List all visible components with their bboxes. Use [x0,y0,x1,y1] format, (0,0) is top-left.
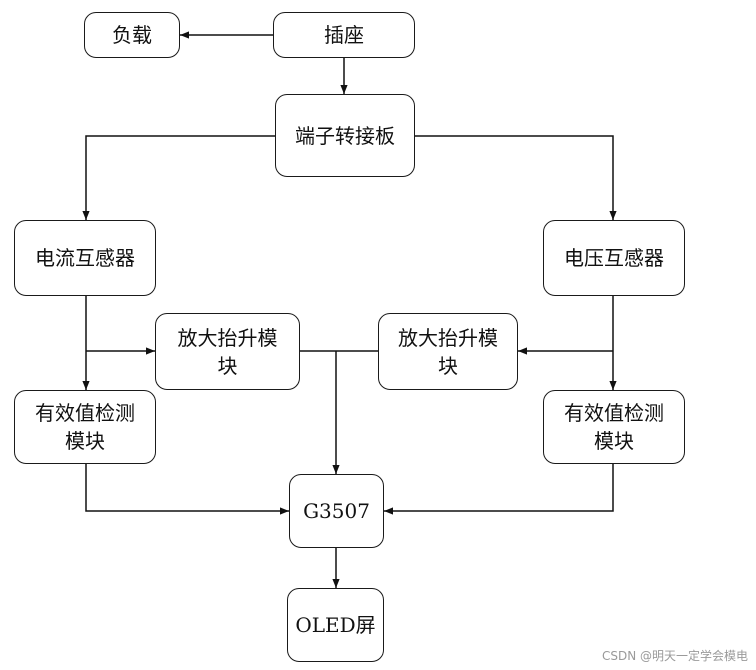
edge-rms-left-to-mcu [85,464,289,515]
watermark: CSDN @明天一定学会模电 [601,649,748,663]
node-amp-lift-right: 放大抬升模 块 [378,313,518,390]
node-mcu: G3507 [289,474,384,548]
node-current-transformer: 电流互感器 [14,220,156,296]
node-socket: 插座 [273,12,415,58]
node-rms-left: 有效值检测 模块 [14,390,156,464]
node-display: OLED屏 [287,588,384,662]
edge-terminal-board-to-voltage-transformer [415,135,617,220]
node-terminal-board: 端子转接板 [275,94,415,177]
node-voltage-transformer: 电压互感器 [543,220,685,296]
edge-terminal-board-to-current-transformer [82,135,275,220]
node-load: 负载 [84,12,180,58]
node-amp-lift-left: 放大抬升模 块 [155,313,300,390]
edge-rms-right-to-mcu [384,464,614,515]
node-rms-right: 有效值检测 模块 [543,390,685,464]
